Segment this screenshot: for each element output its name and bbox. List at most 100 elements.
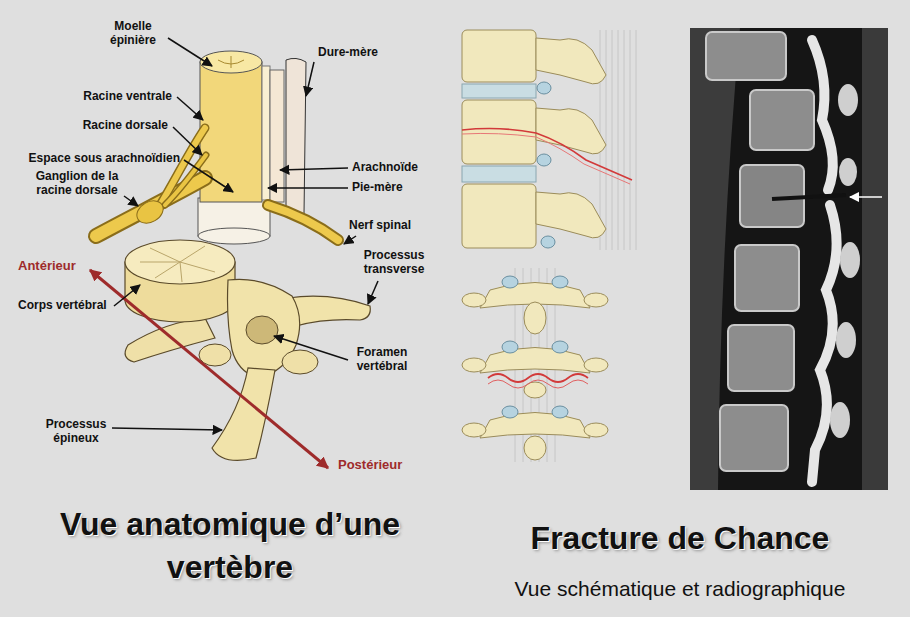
soft-tissue [862, 28, 888, 490]
leader-line [274, 336, 348, 360]
lamina [480, 413, 590, 439]
ct-vertebral-body [720, 405, 788, 471]
ct-ground [690, 28, 888, 490]
facet-joint [502, 406, 518, 418]
part-label: Arachnoïde [352, 161, 418, 175]
transverse-tip [462, 358, 486, 372]
subheading: Vue schématique et radiographique [470, 577, 890, 601]
orientation-arrow [90, 270, 328, 468]
heading: Vue anatomique d’une vertèbre [30, 503, 430, 589]
dorsal-root-ganglion [133, 196, 167, 227]
transverse-tip [584, 358, 608, 372]
ct-spinous [830, 402, 850, 438]
leader-line [114, 285, 140, 306]
transverse-tip [462, 293, 486, 307]
part-label: Racine dorsale [83, 119, 168, 133]
ct-fracture-gap [772, 195, 846, 199]
part-label: Dure-mère [318, 46, 378, 60]
lateral-schematic [462, 30, 636, 250]
ct-vertebral-body [750, 90, 814, 150]
fracture-line [462, 133, 630, 184]
ct-vertebral-body [706, 32, 786, 80]
ct-scan [690, 28, 888, 490]
leader-line [177, 97, 203, 120]
dura-mater [286, 58, 306, 214]
facet-joint [502, 341, 518, 353]
body-texture [140, 246, 215, 282]
posterior-schematic [462, 268, 608, 462]
part-label: Processus épineux [40, 418, 112, 446]
spinal-cord-top [200, 51, 262, 73]
ct-spinous [836, 322, 856, 358]
ct-posterior-elements [812, 40, 833, 190]
part-label: Ganglion de la racine dorsale [22, 170, 132, 198]
spinal-nerve-outline [268, 205, 338, 240]
arachnoid [270, 70, 284, 202]
leader-line [344, 236, 356, 244]
leader-line [268, 187, 348, 189]
posterior-element [536, 192, 606, 238]
transverse-process [288, 296, 370, 326]
heading: Fracture de Chance [480, 520, 880, 557]
spinal-nerve [268, 205, 338, 240]
pia-mater [262, 66, 270, 200]
articular-process [199, 344, 231, 366]
leader-line [280, 168, 348, 170]
spinous-process [524, 436, 546, 460]
leader-line [368, 281, 378, 304]
leader-line [112, 428, 222, 430]
part-label: Foramen vertébral [350, 346, 414, 374]
ventral-root-outline [160, 128, 205, 205]
ventral-root [160, 128, 205, 205]
posterior-element [536, 108, 606, 154]
disc [462, 84, 536, 98]
direction-label: Postérieur [338, 458, 402, 473]
vertebral-body-top [125, 240, 235, 284]
vertebral-body [462, 100, 536, 164]
part-label: Corps vertébral [18, 299, 107, 313]
facet-joint [552, 406, 568, 418]
direction-label: Antérieur [18, 259, 76, 274]
transverse-tip [584, 423, 608, 437]
part-label: Processus transverse [358, 249, 430, 277]
part-label: Racine ventrale [83, 90, 172, 104]
facet-joint [537, 154, 551, 166]
fracture-line [488, 380, 588, 388]
posterior-element [536, 38, 606, 84]
facet-joint [541, 236, 555, 248]
ct-pointer-arrow [850, 196, 882, 198]
ct-posterior-elements [812, 205, 837, 482]
vertebral-body [462, 184, 536, 248]
grey-matter [218, 56, 244, 68]
meninge-sheath-base [198, 228, 270, 244]
leader-line [168, 38, 212, 66]
part-label: Moelle épinière [98, 20, 168, 48]
spinous-process [524, 302, 546, 334]
part-label: Nerf spinal [349, 219, 411, 233]
ct-spinous [840, 242, 860, 278]
ct-spinous [838, 84, 858, 116]
leader-line [184, 160, 233, 192]
vertebral-foramen [246, 316, 278, 344]
facet-joint [552, 276, 568, 288]
leader-line [124, 196, 138, 206]
lamina [480, 348, 590, 374]
disc [462, 166, 536, 182]
transverse-tip [462, 423, 486, 437]
ligament-lines [600, 30, 636, 250]
part-label: Pie-mère [352, 181, 403, 195]
fracture-line [462, 129, 632, 180]
articular-process [282, 350, 318, 374]
leader-line [173, 127, 202, 155]
transverse-tip [584, 293, 608, 307]
facet-joint [552, 341, 568, 353]
ct-vertebral-body [728, 325, 794, 391]
vertebral-body [462, 30, 536, 82]
facet-joint [502, 276, 518, 288]
ct-spinous [839, 158, 857, 186]
part-label: Espace sous arachnoïdien [29, 152, 180, 166]
ct-vertebral-body [735, 245, 799, 311]
leader-line [306, 62, 314, 96]
facet-joint [537, 82, 551, 94]
